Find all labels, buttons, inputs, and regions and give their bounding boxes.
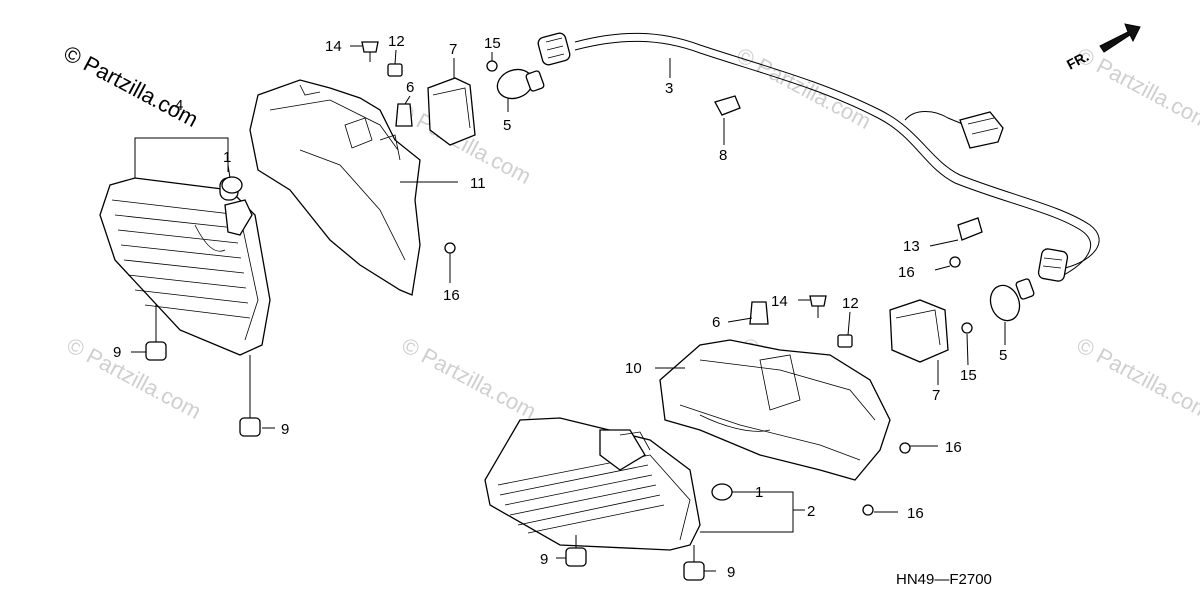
bracket-right: [659, 339, 891, 481]
watermark-2: © Partzilla.com: [733, 42, 876, 134]
callout-8: 8: [719, 147, 727, 164]
callout-12-top: 12: [388, 33, 405, 50]
callout-1-bottom: 1: [755, 484, 763, 501]
callout-9-left-b: 9: [281, 421, 289, 438]
wire-harness: [537, 32, 1100, 282]
bracket-left: [249, 79, 421, 296]
callout-4: 4: [175, 97, 183, 114]
callout-5-right: 5: [999, 347, 1007, 364]
callout-12-mid: 12: [842, 295, 859, 312]
callout-7-top: 7: [449, 41, 457, 58]
callout-7-right: 7: [932, 387, 940, 404]
small-parts-top: [145, 41, 741, 437]
callout-1-top: 1: [223, 149, 231, 166]
watermark-5: © Partzilla.com: [398, 332, 541, 424]
callout-15-right: 15: [960, 367, 977, 384]
callout-6-mid: 6: [712, 314, 720, 331]
small-parts-right: [565, 217, 1035, 581]
leader-lines: [131, 45, 1006, 572]
callout-16-mid: 16: [945, 439, 962, 456]
arrow-icon: [1099, 23, 1141, 53]
diagram-code: HN49—F2700: [896, 571, 992, 588]
callout-9-bottom-b: 9: [727, 564, 735, 581]
callout-3: 3: [665, 80, 673, 97]
watermark-4: © Partzilla.com: [63, 332, 206, 424]
callout-11: 11: [470, 175, 486, 192]
callout-10: 10: [625, 360, 642, 377]
callout-14-mid: 14: [771, 293, 788, 310]
callout-2: 2: [807, 503, 815, 520]
callout-6-top: 6: [406, 79, 414, 96]
callout-15-top: 15: [484, 35, 501, 52]
watermark-7: © Partzilla.com: [1073, 332, 1200, 424]
watermark-3: © Partzilla.com: [1073, 42, 1200, 134]
callout-9-bottom-a: 9: [540, 551, 548, 568]
headlight-right: [484, 417, 701, 551]
callout-16-low: 16: [907, 505, 924, 522]
callout-13: 13: [903, 238, 920, 255]
callout-14-top: 14: [325, 38, 342, 55]
headlight-left: [99, 177, 271, 356]
callouts: 4 1 9 9 14 12 6 7 15 5 11 16 3 8 13 16 5…: [113, 33, 1007, 581]
callout-5-top: 5: [503, 117, 511, 134]
watermark-main: © Partzilla.com: [60, 40, 203, 132]
callout-16-right: 16: [898, 264, 915, 281]
callout-9-left-a: 9: [113, 344, 121, 361]
callout-16-top: 16: [443, 287, 460, 304]
